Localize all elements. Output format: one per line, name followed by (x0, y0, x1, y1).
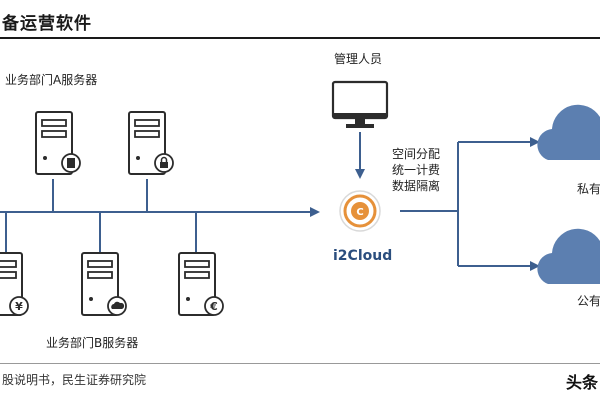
document-icon (61, 153, 81, 173)
yen-icon: ¥ (9, 296, 29, 316)
dept-b-label: 业务部门B服务器 (46, 336, 139, 350)
lock-icon (154, 153, 174, 173)
feature-space-allocation: 空间分配 (392, 147, 441, 161)
monitor-icon (331, 80, 389, 128)
server-icon: € (178, 252, 224, 316)
dept-a-label: 业务部门A服务器 (5, 73, 98, 87)
svg-text:€: € (209, 300, 218, 313)
footer-divider (0, 363, 600, 364)
watermark: 头条 (566, 373, 599, 392)
title-divider (0, 37, 600, 39)
private-cloud-label: 私有 (577, 182, 600, 196)
svg-text:¥: ¥ (15, 300, 23, 313)
euro-icon: € (204, 296, 224, 316)
server-icon (81, 252, 127, 316)
public-cloud-label: 公有 (577, 294, 600, 308)
feature-list: 空间分配 统一计费 数据隔离 (392, 146, 440, 194)
i2cloud-logo: C (339, 190, 381, 232)
feature-data-isolation: 数据隔离 (392, 179, 441, 193)
source-note: 股说明书，民生证券研究院 (2, 373, 147, 387)
admin-label: 管理人员 (334, 52, 383, 66)
public-cloud-icon (537, 228, 600, 284)
i2cloud-label: i2Cloud (333, 248, 393, 264)
server-icon: ¥ (0, 252, 29, 316)
svg-text:C: C (356, 207, 363, 218)
feature-unified-billing: 统一计费 (392, 163, 441, 177)
server-icon (35, 111, 81, 175)
private-cloud-icon (537, 104, 600, 160)
page-title: 备运营软件 (2, 14, 92, 34)
cloud-icon (107, 296, 127, 316)
server-icon (128, 111, 174, 175)
